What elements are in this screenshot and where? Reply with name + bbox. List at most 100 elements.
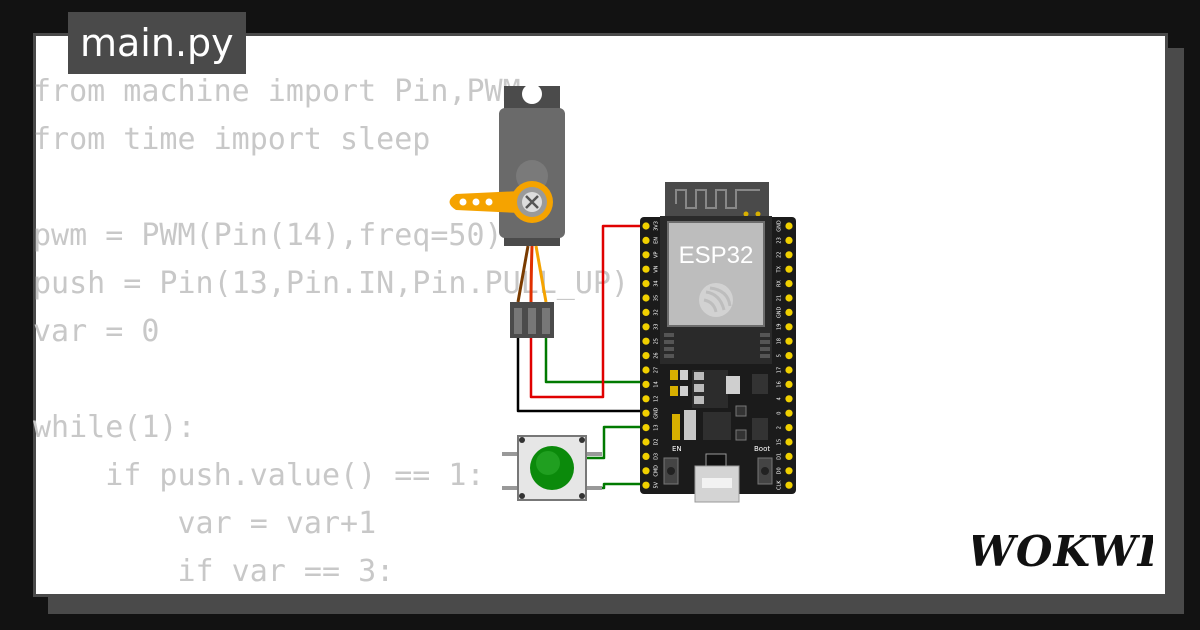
left-pin-label: EN <box>654 237 660 244</box>
right-pin-label: 0 <box>777 412 783 415</box>
code-block: from machine import Pin,PWM from time imp… <box>33 68 629 596</box>
espressif-icon <box>699 283 733 317</box>
right-pin-19[interactable] <box>785 323 793 331</box>
wire-servo-ground <box>516 334 646 413</box>
wire-button-pin13 <box>584 425 646 460</box>
right-pin-label: D1 <box>777 453 783 460</box>
left-pin-label: 27 <box>654 367 660 373</box>
left-pin-vn[interactable] <box>642 265 650 273</box>
right-pin-4[interactable] <box>785 395 793 403</box>
right-pin-d1[interactable] <box>785 452 793 460</box>
left-pin-35[interactable] <box>642 294 650 302</box>
left-pin-label: VN <box>654 265 660 272</box>
right-pin-22[interactable] <box>785 251 793 259</box>
right-pin-gnd[interactable] <box>785 222 793 230</box>
right-pin-label: 21 <box>777 295 783 301</box>
code-line-11: if var == 3: <box>33 554 395 589</box>
left-pin-vp[interactable] <box>642 251 650 259</box>
right-pin-15[interactable] <box>785 438 793 446</box>
left-pin-d3[interactable] <box>642 452 650 460</box>
wokwi-logo: WOKWI <box>973 527 1153 576</box>
right-pin-label: 16 <box>777 381 783 387</box>
right-pin-5[interactable] <box>785 352 793 360</box>
left-pin-13[interactable] <box>642 424 650 432</box>
right-pin-d0[interactable] <box>785 467 793 475</box>
right-pin-label: 5 <box>777 354 783 357</box>
left-pin-5v[interactable] <box>642 481 650 489</box>
right-pin-label: GND <box>777 220 783 232</box>
left-pin-27[interactable] <box>642 366 650 374</box>
left-pin-label: 5V <box>654 481 660 488</box>
code-line-10: var = var+1 <box>33 506 377 541</box>
left-pin-label: 12 <box>654 396 660 402</box>
right-pin-label: 23 <box>777 237 783 243</box>
code-line-4: pwm = PWM(Pin(14),freq=50) <box>33 218 503 253</box>
left-pin-33[interactable] <box>642 323 650 331</box>
left-pin-label: 25 <box>654 338 660 344</box>
left-pin-label: CMD <box>654 465 660 477</box>
code-line-1: from machine import Pin,PWM <box>33 74 521 109</box>
code-line-5: push = Pin(13,Pin.IN,Pin.PULL_UP) <box>33 266 630 301</box>
project-card <box>33 33 1168 597</box>
left-pin-25[interactable] <box>642 337 650 345</box>
code-line-2: from time import sleep <box>33 122 431 157</box>
code-line-9: if push.value() == 1: <box>33 458 485 493</box>
right-pin-label: 19 <box>777 324 783 330</box>
chip-label: ESP32 <box>679 242 754 269</box>
right-pin-label: GND <box>777 307 783 319</box>
push-button-icon[interactable] <box>502 435 602 501</box>
left-pin-label: VP <box>654 252 660 258</box>
right-pin-label: CLK <box>777 480 783 490</box>
right-pin-21[interactable] <box>785 294 793 302</box>
right-pin-label: 17 <box>777 367 783 373</box>
right-pin-label: TX <box>777 265 783 273</box>
right-pin-label: 4 <box>777 397 783 400</box>
right-pin-label: 22 <box>777 252 783 258</box>
left-pin-label: GND <box>654 407 660 419</box>
left-pin-label: 32 <box>654 309 660 315</box>
left-pin-label: 35 <box>654 295 660 301</box>
right-pin-label: 18 <box>777 338 783 344</box>
right-pin-clk[interactable] <box>785 481 793 489</box>
right-pin-gnd[interactable] <box>785 308 793 316</box>
left-pin-32[interactable] <box>642 308 650 316</box>
left-pin-3v3[interactable] <box>642 222 650 230</box>
left-pin-14[interactable] <box>642 380 650 388</box>
right-pin-label: 2 <box>777 426 783 429</box>
right-pin-18[interactable] <box>785 337 793 345</box>
code-line-6: var = 0 <box>33 314 160 349</box>
right-pin-17[interactable] <box>785 366 793 374</box>
left-pin-label: D2 <box>654 438 660 445</box>
left-pin-en[interactable] <box>642 236 650 244</box>
left-pin-12[interactable] <box>642 395 650 403</box>
left-pin-label: 33 <box>654 324 660 330</box>
left-pin-label: 26 <box>654 352 660 358</box>
right-pin-16[interactable] <box>785 380 793 388</box>
esp32-board-icon[interactable]: ESP32 EN Boot <box>640 182 796 503</box>
wire-servo-power <box>529 224 646 399</box>
left-pin-label: 34 <box>654 280 660 286</box>
en-button-label: EN <box>672 445 682 453</box>
right-pin-tx[interactable] <box>785 265 793 273</box>
right-pin-label: RX <box>777 280 783 287</box>
left-pin-26[interactable] <box>642 352 650 360</box>
right-pin-0[interactable] <box>785 409 793 417</box>
logo-text: WOKWI <box>973 527 1153 576</box>
left-pin-label: 13 <box>654 424 660 430</box>
servo-motor-icon[interactable] <box>449 84 566 338</box>
left-pin-label: D3 <box>654 453 660 460</box>
right-pin-label: 15 <box>777 439 783 445</box>
left-pin-34[interactable] <box>642 280 650 288</box>
left-pin-label: 3V3 <box>654 221 660 231</box>
right-pin-rx[interactable] <box>785 280 793 288</box>
right-pin-23[interactable] <box>785 236 793 244</box>
left-pin-gnd[interactable] <box>642 409 650 417</box>
left-pin-d2[interactable] <box>642 438 650 446</box>
left-pin-label: 14 <box>654 381 660 387</box>
left-pin-cmd[interactable] <box>642 467 650 475</box>
filename-tab[interactable]: main.py <box>68 12 246 74</box>
boot-button-label: Boot <box>754 445 770 453</box>
right-pin-2[interactable] <box>785 424 793 432</box>
